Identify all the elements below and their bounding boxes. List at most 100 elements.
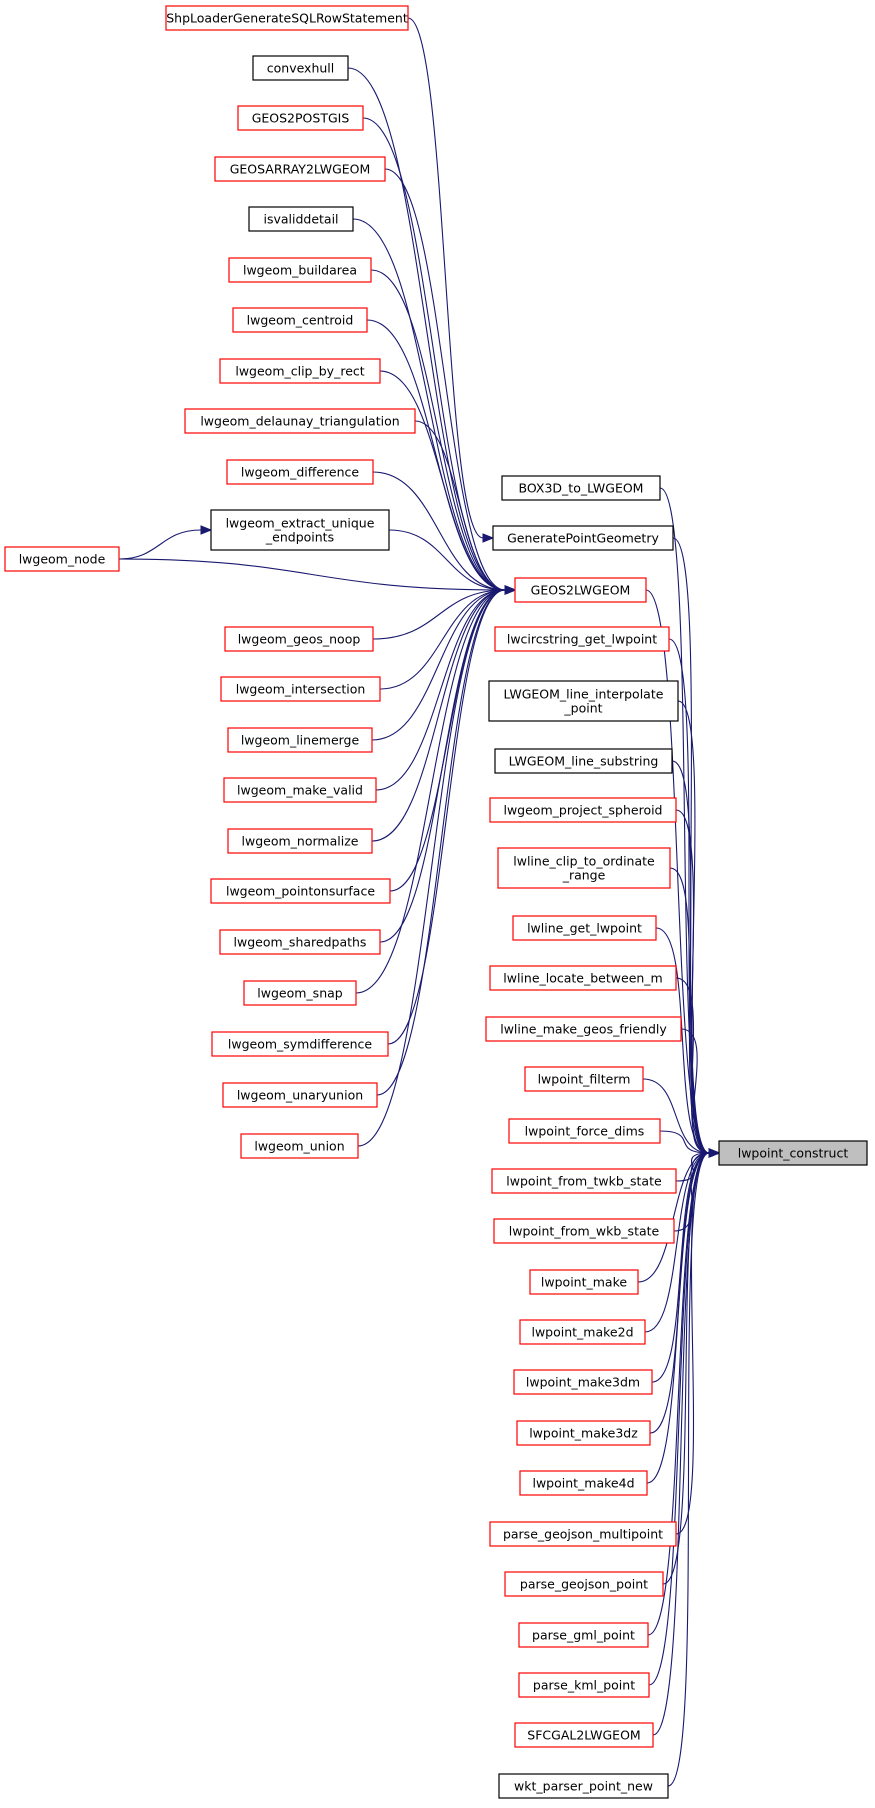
node-label: lwcircstring_get_lwpoint bbox=[507, 632, 657, 647]
node-parse-gml-point[interactable]: parse_gml_point bbox=[518, 1622, 649, 1648]
edge-line bbox=[652, 1152, 710, 1736]
node-box bbox=[508, 1118, 661, 1144]
edge-line bbox=[372, 589, 506, 640]
node-lwpoint-from-wkb-state[interactable]: lwpoint_from_wkb_state bbox=[493, 1218, 675, 1244]
node-lwline-get-lwpoint[interactable]: lwline_get_lwpoint bbox=[512, 915, 657, 941]
node-box3-d-to-lwgeom[interactable]: BOX3D_to_LWGEOM bbox=[501, 475, 661, 501]
edge-line bbox=[388, 529, 506, 591]
node-box bbox=[227, 828, 373, 854]
node-box bbox=[237, 105, 364, 131]
node-box bbox=[224, 626, 374, 652]
node-parse-kml-point[interactable]: parse_kml_point bbox=[518, 1672, 650, 1698]
node-lwcircstring-get-lwpoint[interactable]: lwcircstring_get_lwpoint bbox=[494, 626, 670, 652]
node-lwgeom-linemerge[interactable]: lwgeom_linemerge bbox=[227, 727, 373, 753]
node-lwgeom-extract-unique-endpoints[interactable]: lwgeom_extract_unique_endpoints bbox=[210, 509, 390, 551]
edge-line bbox=[372, 471, 506, 591]
node-box bbox=[252, 55, 349, 81]
node-lwgeom-line-substring[interactable]: LWGEOM_line_substring bbox=[494, 748, 673, 774]
node-lwgeom-node[interactable]: lwgeom_node bbox=[4, 546, 120, 572]
node-label: lwgeom_difference bbox=[241, 465, 359, 480]
edge-lwpoint-filterm-to-lwpoint-construct bbox=[642, 1078, 721, 1158]
edge-line bbox=[642, 1078, 710, 1154]
node-lwpoint-force-dims[interactable]: lwpoint_force_dims bbox=[508, 1118, 661, 1144]
node-label: lwpoint_make3dz bbox=[529, 1426, 638, 1441]
node-label: lwpoint_construct bbox=[738, 1146, 849, 1161]
edge-line bbox=[371, 589, 506, 842]
node-lwgeom-pointonsurface[interactable]: lwgeom_pointonsurface bbox=[210, 878, 391, 904]
node-label: lwgeom_sharedpaths bbox=[234, 935, 367, 950]
edge-line bbox=[387, 589, 506, 1045]
arrowhead-icon bbox=[708, 1148, 721, 1158]
node-convexhull[interactable]: convexhull bbox=[252, 55, 349, 81]
node-lwgeom-delaunay-triangulation[interactable]: lwgeom_delaunay_triangulation bbox=[184, 408, 416, 434]
node-box bbox=[243, 980, 357, 1006]
node-lwline-locate-between-m[interactable]: lwline_locate_between_m bbox=[489, 965, 677, 991]
node-box bbox=[516, 1420, 651, 1446]
edge-line bbox=[376, 589, 506, 1096]
node-lwgeom-unaryunion[interactable]: lwgeom_unaryunion bbox=[222, 1082, 378, 1108]
edge-lwgeom-delaunay-triangulation-to-geos2-lwgeom bbox=[414, 420, 517, 595]
edge-line bbox=[352, 218, 506, 591]
node-wkt-parser-point-new[interactable]: wkt_parser_point_new bbox=[498, 1773, 669, 1799]
node-lwpoint-from-twkb-state[interactable]: lwpoint_from_twkb_state bbox=[491, 1168, 677, 1194]
node-label: lwgeom_extract_unique bbox=[226, 516, 375, 531]
node-lwgeom-symdifference[interactable]: lwgeom_symdifference bbox=[211, 1031, 389, 1057]
node-lwgeom-clip-by-rect[interactable]: lwgeom_clip_by_rect bbox=[219, 358, 381, 384]
node-lwline-clip-to-ordinate-range[interactable]: lwline_clip_to_ordinate_range bbox=[497, 847, 671, 889]
node-lwgeom-sharedpaths[interactable]: lwgeom_sharedpaths bbox=[219, 929, 381, 955]
node-lwgeom-line-interpolate-point[interactable]: LWGEOM_line_interpolate_point bbox=[488, 680, 679, 722]
node-lwgeom-normalize[interactable]: lwgeom_normalize bbox=[227, 828, 373, 854]
node-label: lwpoint_from_twkb_state bbox=[506, 1174, 662, 1189]
node-generate-point-geometry[interactable]: GeneratePointGeometry bbox=[492, 525, 674, 551]
node-label: LWGEOM_line_substring bbox=[509, 754, 659, 769]
node-lwpoint-filterm[interactable]: lwpoint_filterm bbox=[524, 1066, 644, 1092]
node-label: lwgeom_intersection bbox=[236, 682, 366, 697]
node-shp-loader-generate-sqlrow-statement[interactable]: ShpLoaderGenerateSQLRowStatement bbox=[165, 5, 409, 31]
edge-line bbox=[637, 1152, 710, 1283]
node-lwgeom-intersection[interactable]: lwgeom_intersection bbox=[220, 676, 381, 702]
node-label: lwline_clip_to_ordinate bbox=[513, 854, 655, 869]
edges-layer bbox=[118, 17, 721, 1787]
node-lwpoint-make2d[interactable]: lwpoint_make2d bbox=[519, 1319, 646, 1345]
node-geosarray2-lwgeom[interactable]: GEOSARRAY2LWGEOM bbox=[214, 156, 386, 182]
node-lwpoint-make3dm[interactable]: lwpoint_make3dm bbox=[513, 1369, 653, 1395]
node-label: parse_geojson_point bbox=[520, 1577, 648, 1592]
node-geos2-postgis[interactable]: GEOS2POSTGIS bbox=[237, 105, 364, 131]
node-label: lwpoint_from_wkb_state bbox=[509, 1224, 660, 1239]
node-label: lwline_get_lwpoint bbox=[527, 921, 642, 936]
edge-line bbox=[375, 589, 506, 791]
arrowhead-icon bbox=[504, 585, 517, 595]
node-lwgeom-centroid[interactable]: lwgeom_centroid bbox=[232, 307, 368, 333]
node-lwgeom-geos-noop[interactable]: lwgeom_geos_noop bbox=[224, 626, 374, 652]
node-parse-geojson-multipoint[interactable]: parse_geojson_multipoint bbox=[489, 1521, 677, 1547]
node-label: lwpoint_make bbox=[541, 1275, 627, 1290]
node-label: lwgeom_normalize bbox=[242, 834, 359, 849]
node-lwgeom-project-spheroid[interactable]: lwgeom_project_spheroid bbox=[489, 797, 677, 823]
node-label: lwpoint_force_dims bbox=[525, 1124, 645, 1139]
node-lwgeom-union[interactable]: lwgeom_union bbox=[240, 1133, 359, 1159]
edge-line bbox=[118, 529, 202, 560]
node-box bbox=[214, 156, 386, 182]
node-lwpoint-make3dz[interactable]: lwpoint_make3dz bbox=[516, 1420, 651, 1446]
node-box bbox=[232, 307, 368, 333]
node-lwline-make-geos-friendly[interactable]: lwline_make_geos_friendly bbox=[485, 1016, 682, 1042]
node-label: lwgeom_project_spheroid bbox=[503, 803, 662, 818]
node-parse-geojson-point[interactable]: parse_geojson_point bbox=[504, 1571, 664, 1597]
node-lwgeom-buildarea[interactable]: lwgeom_buildarea bbox=[228, 257, 372, 283]
node-geos2-lwgeom[interactable]: GEOS2LWGEOM bbox=[514, 577, 647, 603]
node-label: lwgeom_snap bbox=[257, 986, 342, 1001]
node-label: lwgeom_union bbox=[254, 1139, 344, 1154]
node-lwgeom-snap[interactable]: lwgeom_snap bbox=[243, 980, 357, 1006]
node-box bbox=[220, 676, 381, 702]
node-isvaliddetail[interactable]: isvaliddetail bbox=[248, 206, 354, 232]
node-lwgeom-make-valid[interactable]: lwgeom_make_valid bbox=[223, 777, 377, 803]
node-label: lwgeom_make_valid bbox=[237, 783, 363, 798]
node-box bbox=[512, 915, 657, 941]
node-label: convexhull bbox=[267, 61, 335, 76]
node-lwpoint-make[interactable]: lwpoint_make bbox=[529, 1269, 639, 1295]
node-sfcgal2-lwgeom[interactable]: SFCGAL2LWGEOM bbox=[514, 1722, 654, 1748]
node-lwpoint-make4d[interactable]: lwpoint_make4d bbox=[519, 1470, 648, 1496]
node-lwgeom-difference[interactable]: lwgeom_difference bbox=[226, 459, 374, 485]
node-label: lwpoint_make3dm bbox=[526, 1375, 640, 1390]
edge-line bbox=[680, 1028, 710, 1154]
